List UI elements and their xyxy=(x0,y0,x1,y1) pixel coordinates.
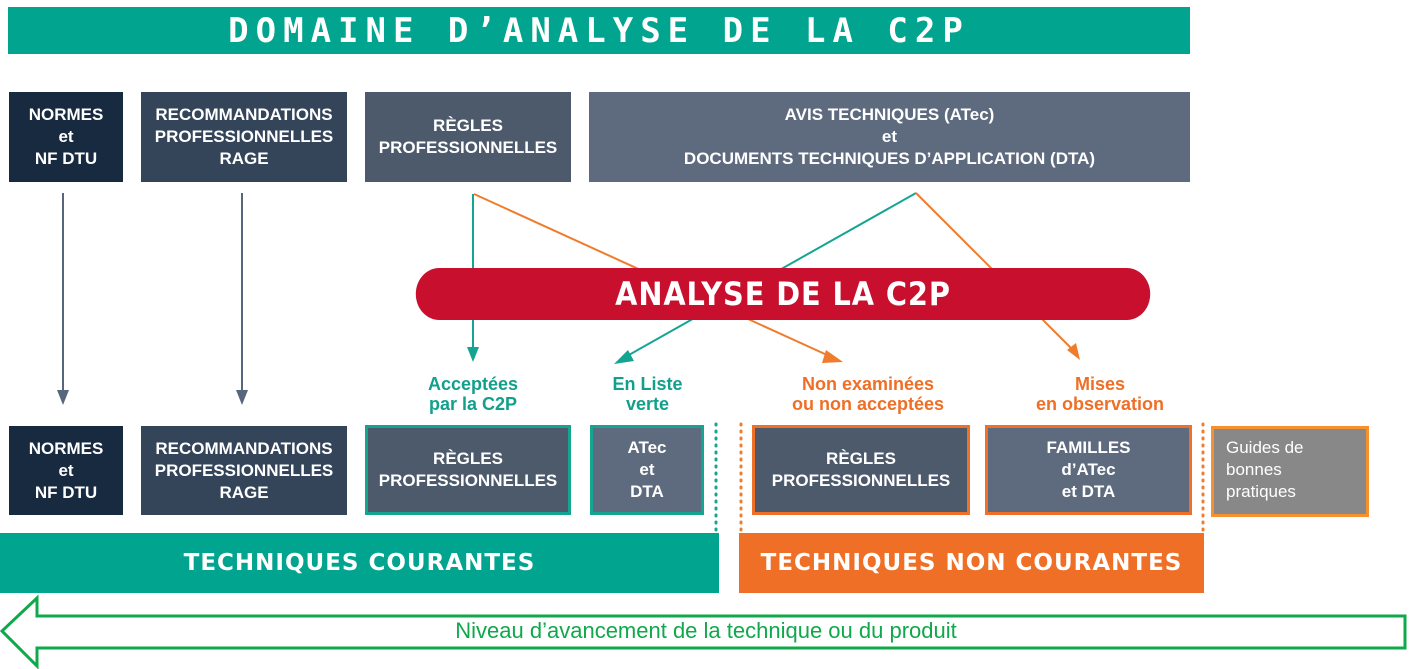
title-banner: DOMAINE D’ANALYSE DE LA C2P xyxy=(8,7,1190,54)
recommandations-down-arrow-icon xyxy=(236,193,248,405)
top-regles-box: RÈGLES PROFESSIONNELLES xyxy=(365,92,571,182)
top-avis-techniques-box: AVIS TECHNIQUES (ATec) et DOCUMENTS TECH… xyxy=(589,92,1190,182)
bottom-normes-box: NORMES et NF DTU xyxy=(9,426,123,515)
normes-down-arrow-icon xyxy=(57,193,69,405)
progress-arrow-label: Niveau d’avancement de la technique ou d… xyxy=(455,618,957,643)
analyse-c2p-pill: ANALYSE DE LA C2P xyxy=(415,268,1151,320)
label-acceptees: Acceptées par la C2P xyxy=(427,374,519,414)
top-normes-box: NORMES et NF DTU xyxy=(9,92,123,182)
progress-arrow-icon xyxy=(0,594,1407,669)
bottom-recommandations-box: RECOMMANDATIONS PROFESSIONNELLES RAGE xyxy=(141,426,347,515)
label-liste-verte: En Liste verte xyxy=(612,374,683,414)
techniques-non-courantes-bar: TECHNIQUES NON COURANTES xyxy=(739,533,1204,593)
label-non-examinees: Non examinées ou non acceptées xyxy=(791,374,945,414)
top-recommandations-box: RECOMMANDATIONS PROFESSIONNELLES RAGE xyxy=(141,92,347,182)
label-mises-en-observation: Mises en observation xyxy=(1035,374,1165,414)
bottom-regles-acceptees-box: RÈGLES PROFESSIONNELLES xyxy=(365,425,571,515)
bottom-regles-non-acceptees-box: RÈGLES PROFESSIONNELLES xyxy=(752,425,970,515)
guides-bonnes-pratiques-box: Guides de bonnes pratiques xyxy=(1211,426,1369,517)
bottom-atec-dta-box: ATec et DTA xyxy=(590,425,704,515)
techniques-courantes-bar: TECHNIQUES COURANTES xyxy=(0,533,719,593)
bottom-familles-atec-box: FAMILLES d’ATec et DTA xyxy=(985,425,1192,515)
